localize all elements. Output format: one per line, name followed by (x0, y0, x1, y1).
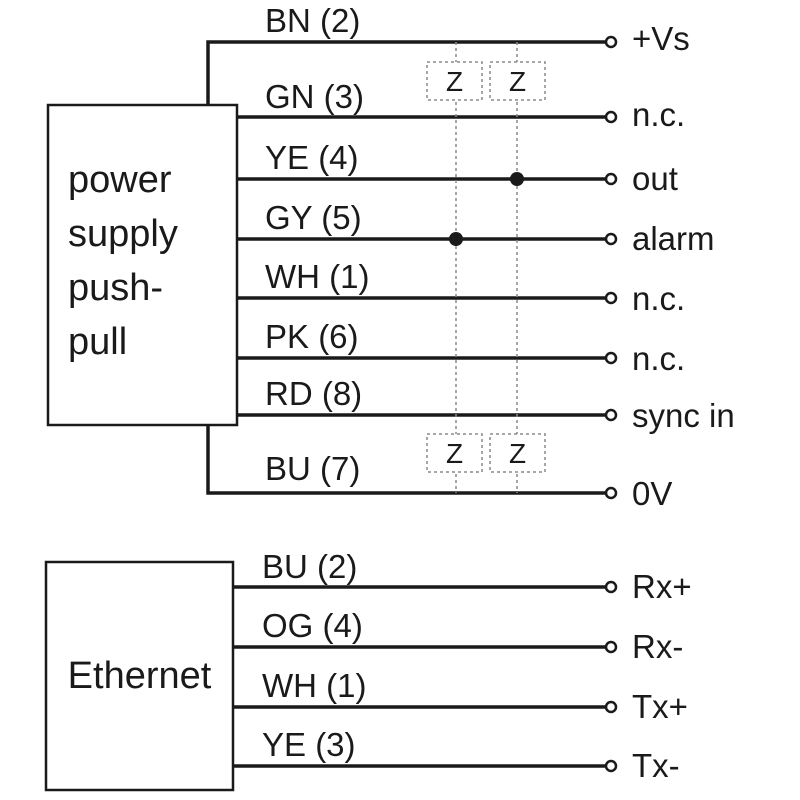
terminal-label: +Vs (632, 20, 690, 57)
terminal-label: alarm (632, 220, 715, 257)
terminal-label: Tx- (632, 747, 680, 784)
terminal-label: n.c. (632, 340, 685, 377)
terminal-label: Rx- (632, 628, 683, 665)
ethernet-block: Ethernet BU (2) OG (4) WH (1) YE (3) Rx+… (44, 548, 692, 792)
terminal-circle (604, 110, 618, 124)
z-box: Z (489, 61, 546, 101)
terminal-label: Rx+ (632, 568, 692, 605)
ethernet-box (44, 560, 235, 792)
power-box-label-line: pull (68, 321, 127, 363)
z-box: Z (426, 433, 483, 473)
terminal-circle (604, 759, 618, 773)
terminal-circle (604, 580, 618, 594)
wire-label: GN (3) (265, 78, 364, 115)
z-label: Z (509, 66, 526, 97)
terminal-circle (604, 172, 618, 186)
power-box-label-line: power (68, 159, 172, 201)
junction-node-alarm (449, 232, 463, 246)
z-box: Z (426, 61, 483, 101)
z-label: Z (446, 66, 463, 97)
power-box-label-line: supply (68, 213, 178, 255)
terminal-circle (604, 35, 618, 49)
terminal-circle (604, 486, 618, 500)
terminal-label: 0V (632, 475, 672, 512)
wire-label: BU (7) (265, 450, 360, 487)
wire-label: BN (2) (265, 2, 360, 39)
z-label: Z (509, 438, 526, 469)
power-box-label-line: push- (68, 267, 163, 309)
terminal-circle (604, 291, 618, 305)
z-label: Z (446, 438, 463, 469)
power-supply-box (46, 103, 239, 427)
wire-label: YE (3) (262, 726, 356, 763)
z-box: Z (489, 433, 546, 473)
terminal-circle (604, 700, 618, 714)
terminal-circle (604, 408, 618, 422)
terminal-label: Tx+ (632, 688, 688, 725)
wire-label: RD (8) (265, 375, 362, 412)
terminal-label: out (632, 160, 678, 197)
wire-label: YE (4) (265, 139, 359, 176)
wire-label: WH (1) (265, 258, 369, 295)
wire-label: BU (2) (262, 548, 357, 585)
power-block: Z Z Z Z power supply push- pull BN (2) G… (46, 2, 735, 512)
terminal-label: n.c. (632, 96, 685, 133)
terminal-circle (604, 640, 618, 654)
wire-bn (206, 40, 605, 105)
wire-label: PK (6) (265, 318, 359, 355)
terminal-circle (604, 232, 618, 246)
wire-bu (206, 425, 605, 495)
wire-label: GY (5) (265, 199, 362, 236)
terminal-circle (604, 351, 618, 365)
terminal-label: sync in (632, 397, 735, 434)
wire-label: WH (1) (262, 667, 366, 704)
wire-label: OG (4) (262, 607, 363, 644)
terminal-label: n.c. (632, 280, 685, 317)
junction-node-out (510, 172, 524, 186)
ethernet-box-label: Ethernet (68, 655, 212, 697)
